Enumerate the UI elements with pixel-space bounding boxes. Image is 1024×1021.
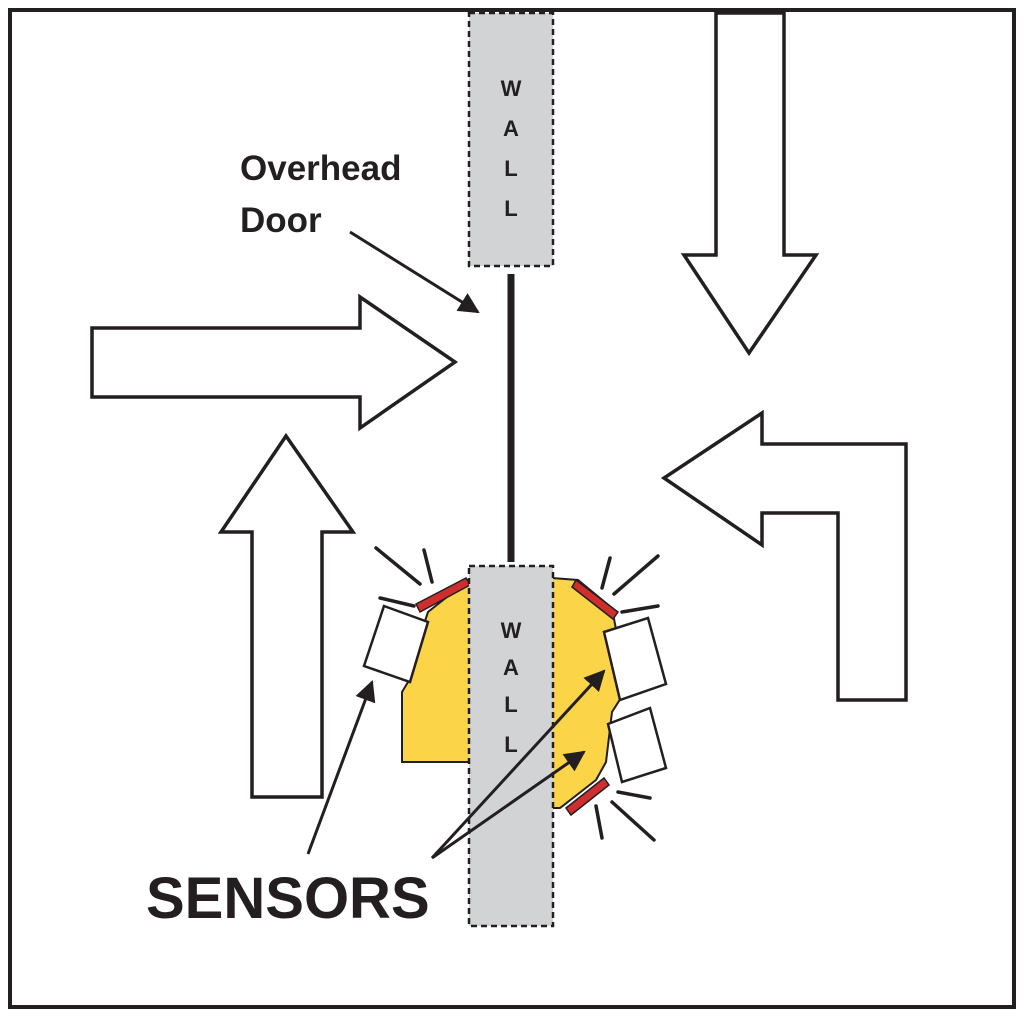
right-signal-rays-lower xyxy=(594,790,656,842)
top-wall-letter-2: A xyxy=(503,116,519,141)
motion-sensor-icon xyxy=(362,604,430,684)
left-signal-rays xyxy=(374,546,434,608)
right-sensor-lower xyxy=(606,706,668,784)
top-wall-letter-4: L xyxy=(504,196,517,221)
overhead-door-label-line2: Door xyxy=(240,201,322,240)
bottom-wall: W A L L xyxy=(467,564,555,928)
right-sensor-upper xyxy=(602,616,668,702)
overhead-door-leader xyxy=(349,230,480,314)
sensor-leader-right-lower xyxy=(431,750,586,860)
bottom-wall-letter-4: L xyxy=(504,732,517,757)
sensor-leader-right-upper xyxy=(430,669,606,860)
top-wall: W A L L xyxy=(467,11,555,268)
bottom-wall-letter-3: L xyxy=(504,692,517,717)
top-wall-letter-1: W xyxy=(501,76,522,101)
sensor-leader-left xyxy=(306,680,376,855)
arrow-right-icon xyxy=(90,293,459,432)
bottom-wall-letter-2: A xyxy=(503,655,519,680)
arrow-left-bent-icon xyxy=(660,409,908,702)
arrow-up-icon xyxy=(217,432,357,799)
right-warning-strip-top xyxy=(571,578,620,621)
right-warning-strip-bottom xyxy=(564,776,611,817)
left-sensor-mount xyxy=(401,575,472,763)
overhead-door-label-line1: Overhead xyxy=(240,149,401,188)
left-sensor xyxy=(362,604,430,684)
top-wall-letter-3: L xyxy=(504,156,517,181)
bottom-wall-letter-1: W xyxy=(501,618,522,643)
right-signal-rays-upper xyxy=(600,554,660,614)
motion-sensor-icon xyxy=(602,616,668,702)
sensors-label: SENSORS xyxy=(146,866,430,931)
motion-sensor-icon xyxy=(606,706,668,784)
arrow-down-icon xyxy=(680,11,820,357)
